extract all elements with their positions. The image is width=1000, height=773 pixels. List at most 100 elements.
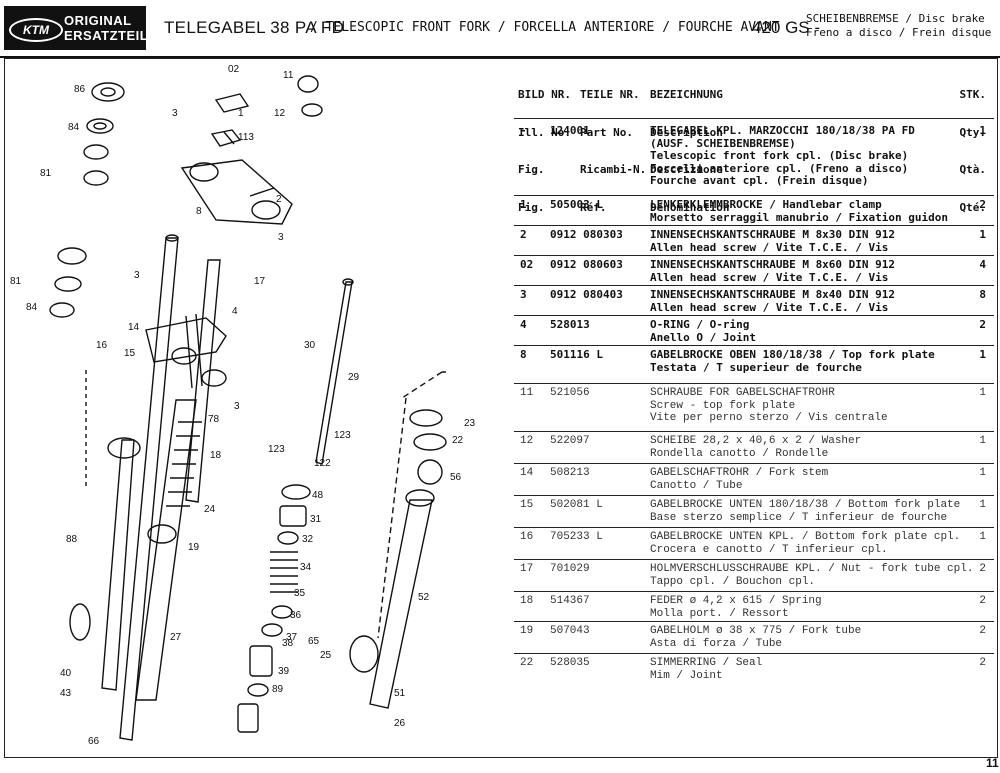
part-quantity: 2 xyxy=(979,595,986,607)
row-separator xyxy=(514,559,994,560)
part-figure-number: 19 xyxy=(520,625,534,637)
part-description: GABELBROCKE UNTEN KPL. / Bottom fork pla… xyxy=(650,531,960,556)
row-separator xyxy=(514,431,994,432)
page-number: 11 xyxy=(986,756,999,770)
part-description-line: GABELBROCKE UNTEN 180/18/38 / Bottom for… xyxy=(650,499,961,511)
callout-label: 56 xyxy=(450,472,462,483)
diagram-drawing xyxy=(49,75,447,741)
part-description-line: SCHRAUBE FOR GABELSCHAFTROHR xyxy=(650,387,835,399)
part-description-line: HOLMVERSCHLUSSCHRAUBE KPL. / Nut - fork … xyxy=(650,563,974,575)
callout-label: 30 xyxy=(304,340,316,351)
part-description-line: Testata / T superieur de fourche xyxy=(650,360,862,374)
col-header-pos-line: Fig. xyxy=(518,200,545,214)
part-number: 705233 L xyxy=(550,531,603,543)
part-description-line: LENKERKLEMMBROCKE / Handlebar clamp xyxy=(650,198,882,211)
callout-label: 38 xyxy=(282,638,294,649)
col-header-desc-line: Descrizione xyxy=(650,163,723,176)
part-quantity: 2 xyxy=(979,318,986,331)
col-header-part-line: Ricambi-N. xyxy=(580,163,647,176)
callout-label: 48 xyxy=(312,490,324,501)
part-quantity: 4 xyxy=(979,258,986,271)
part-description-line: TELEGABEL KPL. MARZOCCHI 180/18/38 PA FD xyxy=(650,124,915,137)
col-header-qty-line: STK. xyxy=(959,88,987,101)
part-number: 0912 080303 xyxy=(550,228,623,241)
part-number: 501116 L xyxy=(550,348,603,361)
callout-label: 32 xyxy=(302,534,314,545)
part-number: 528035 xyxy=(550,657,590,669)
part-figure-number: 8 xyxy=(520,348,527,361)
row-separator xyxy=(514,621,994,622)
callout-label: 65 xyxy=(308,636,320,647)
row-separator xyxy=(514,463,994,464)
part-quantity: 1 xyxy=(979,499,986,511)
callout-label: 39 xyxy=(278,666,290,677)
part-quantity: 1 xyxy=(979,435,986,447)
col-header-part-line: Réf. xyxy=(580,200,607,214)
part-description: TELEGABEL KPL. MARZOCCHI 180/18/38 PA FD… xyxy=(650,124,960,188)
page-subtitle: / TELESCOPIC FRONT FORK / FORCELLA ANTER… xyxy=(310,20,780,35)
callout-label: 40 xyxy=(60,668,72,679)
callout-label: 29 xyxy=(348,372,360,383)
part-description-line: (AUSF. SCHEIBENBREMSE) xyxy=(650,136,796,150)
callout-label: 37 xyxy=(286,632,298,643)
row-separator xyxy=(514,315,994,316)
callout-label: 23 xyxy=(464,418,476,429)
part-figure-number: 1 xyxy=(520,198,527,211)
header-separator xyxy=(514,118,994,119)
part-description-line: GABELBROCKE UNTEN KPL. / Bottom fork pla… xyxy=(650,531,961,543)
part-number: 0912 080403 xyxy=(550,288,623,301)
callout-label: 14 xyxy=(128,322,140,333)
part-figure-number: 22 xyxy=(520,657,534,669)
part-number: 514367 xyxy=(550,595,590,607)
row-separator xyxy=(514,225,994,226)
callout-label: 88 xyxy=(66,534,78,545)
part-description-line: Base sterzo semplice / T inferieur de fo… xyxy=(650,511,948,524)
callout-label: 84 xyxy=(68,122,80,133)
model-label: 420 GS - xyxy=(752,18,821,37)
row-separator xyxy=(514,383,994,384)
brake-variant-line2: Freno a disco / Frein disque xyxy=(806,26,992,39)
part-description: GABELBROCKE UNTEN 180/18/38 / Bottom for… xyxy=(650,499,960,524)
callout-label: 81 xyxy=(40,168,52,179)
page-title: TELEGABEL 38 PA FD xyxy=(164,18,345,37)
part-figure-number: 12 xyxy=(520,435,534,447)
brake-variant-line1: SCHEIBENBREMSE / Disc brake xyxy=(806,12,985,25)
part-description-line: GABELBROCKE OBEN 180/18/38 / Top fork pl… xyxy=(650,348,935,361)
part-description-line: Canotto / Tube xyxy=(650,479,743,492)
callout-label: 81 xyxy=(10,276,22,287)
part-quantity: 1 xyxy=(979,348,986,361)
row-separator xyxy=(514,195,994,196)
ktm-logo: KTM ORIGINAL ERSATZTEILE xyxy=(4,6,157,50)
part-description-line: Morsetto serraggil manubrio / Fixation g… xyxy=(650,210,949,224)
callout-label: 36 xyxy=(290,610,302,621)
row-separator xyxy=(514,255,994,256)
part-number: 502081 L xyxy=(550,499,603,511)
callout-label: 12 xyxy=(274,108,286,119)
part-description-line: Allen head screw / Vite T.C.E. / Vis xyxy=(650,270,889,284)
part-description-line: INNENSECHSKANTSCHRAUBE M 8x40 DIN 912 xyxy=(650,288,896,301)
row-separator xyxy=(514,653,994,654)
col-header-desc: BEZEICHNUNG Description Descrizione Déno… xyxy=(650,64,729,239)
part-figure-number: 16 xyxy=(520,531,534,543)
part-description-line: Mim / Joint xyxy=(650,669,723,682)
part-description-line: Crocera e canotto / T inferieur cpl. xyxy=(650,543,888,556)
col-header-desc-line: Description xyxy=(650,125,723,139)
callout-label: 35 xyxy=(294,588,306,599)
callout-label: 27 xyxy=(170,632,182,643)
part-number: 701029 xyxy=(550,563,590,575)
part-description-line: Anello O / Joint xyxy=(650,330,756,344)
callout-label: 16 xyxy=(96,340,108,351)
col-header-pos-line: Fig. xyxy=(518,163,545,176)
callout-label: 19 xyxy=(188,542,200,553)
callout-label: 3 xyxy=(278,232,284,243)
callout-label: 25 xyxy=(320,650,332,661)
part-figure-number: 17 xyxy=(520,563,534,575)
part-description: GABELBROCKE OBEN 180/18/38 / Top fork pl… xyxy=(650,348,960,374)
part-description: HOLMVERSCHLUSSCHRAUBE KPL. / Nut - fork … xyxy=(650,563,974,588)
